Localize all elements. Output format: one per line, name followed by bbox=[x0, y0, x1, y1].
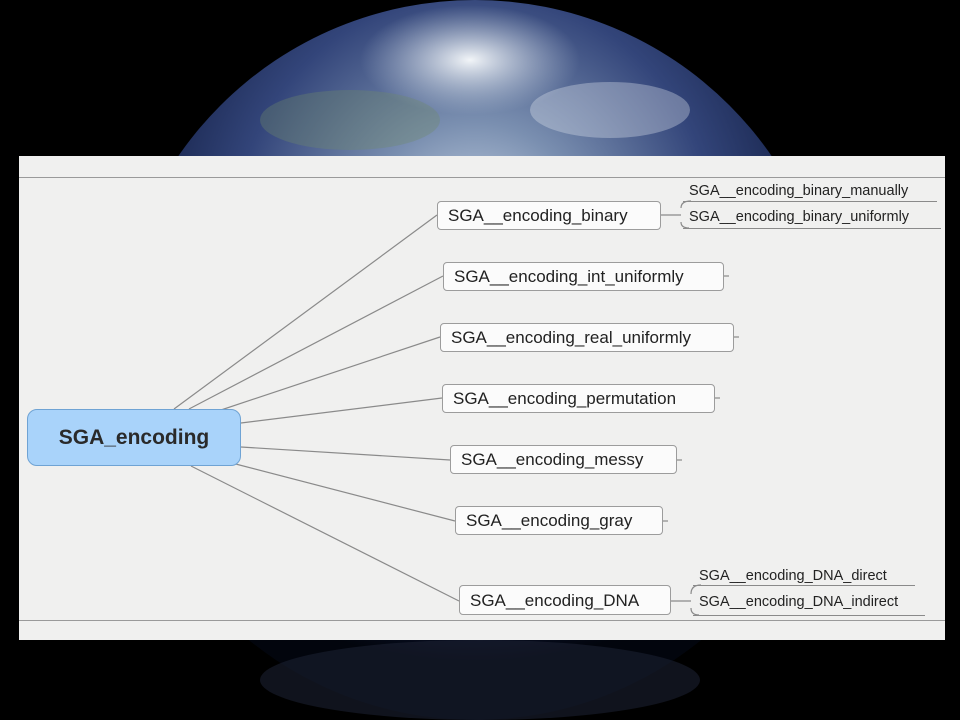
leaf-underline bbox=[693, 585, 915, 586]
node-encoding-permutation[interactable]: SGA__encoding_permutation bbox=[442, 384, 715, 413]
leaf-underline bbox=[683, 228, 941, 229]
leaf-underline bbox=[693, 615, 925, 616]
node-label: SGA__encoding_messy bbox=[461, 450, 644, 469]
panel-bottom-rule bbox=[19, 620, 945, 621]
connector-messy bbox=[240, 446, 451, 461]
connector-lines bbox=[173, 200, 739, 616]
node-encoding-real-uniformly[interactable]: SGA__encoding_real_uniformly bbox=[440, 323, 734, 352]
connector-dna bbox=[190, 465, 460, 602]
node-encoding-messy[interactable]: SGA__encoding_messy bbox=[450, 445, 677, 474]
leaf-binary-uniformly[interactable]: SGA__encoding_binary_uniformly bbox=[683, 210, 909, 225]
connector-int-uniformly bbox=[188, 275, 444, 410]
node-encoding-dna[interactable]: SGA__encoding_DNA bbox=[459, 585, 671, 615]
node-label: SGA__encoding_int_uniformly bbox=[454, 267, 684, 286]
leaf-label: SGA__encoding_binary_manually bbox=[689, 183, 909, 199]
node-label: SGA__encoding_binary bbox=[448, 206, 628, 225]
root-node[interactable]: SGA_encoding bbox=[27, 409, 241, 466]
node-encoding-gray[interactable]: SGA__encoding_gray bbox=[455, 506, 663, 535]
leaf-binary-manually[interactable]: SGA__encoding_binary_manually bbox=[683, 184, 908, 199]
leaf-dna-direct[interactable]: SGA__encoding_DNA_direct bbox=[693, 569, 887, 584]
node-label: SGA__encoding_DNA bbox=[470, 590, 640, 610]
node-encoding-binary[interactable]: SGA__encoding_binary bbox=[437, 201, 661, 230]
panel-top-rule bbox=[19, 177, 945, 178]
leaf-underline bbox=[683, 201, 937, 202]
node-encoding-int-uniformly[interactable]: SGA__encoding_int_uniformly bbox=[443, 262, 724, 291]
connector-gray bbox=[223, 460, 456, 522]
node-label: SGA__encoding_real_uniformly bbox=[451, 328, 692, 347]
node-label: SGA__encoding_gray bbox=[466, 511, 633, 530]
node-label: SGA__encoding_permutation bbox=[453, 389, 677, 408]
connector-real-uniformly bbox=[208, 336, 441, 415]
connector-binary bbox=[173, 214, 438, 410]
connector-permutation bbox=[240, 397, 443, 424]
root-label: SGA_encoding bbox=[58, 425, 210, 449]
mindmap-panel: SGA_encoding SGA__encoding_binary SGA__e… bbox=[19, 156, 945, 640]
leaf-label: SGA__encoding_DNA_direct bbox=[699, 568, 887, 584]
leaf-dna-indirect[interactable]: SGA__encoding_DNA_indirect bbox=[693, 595, 898, 610]
leaf-label: SGA__encoding_DNA_indirect bbox=[699, 594, 899, 610]
leaf-label: SGA__encoding_binary_uniformly bbox=[689, 209, 910, 225]
